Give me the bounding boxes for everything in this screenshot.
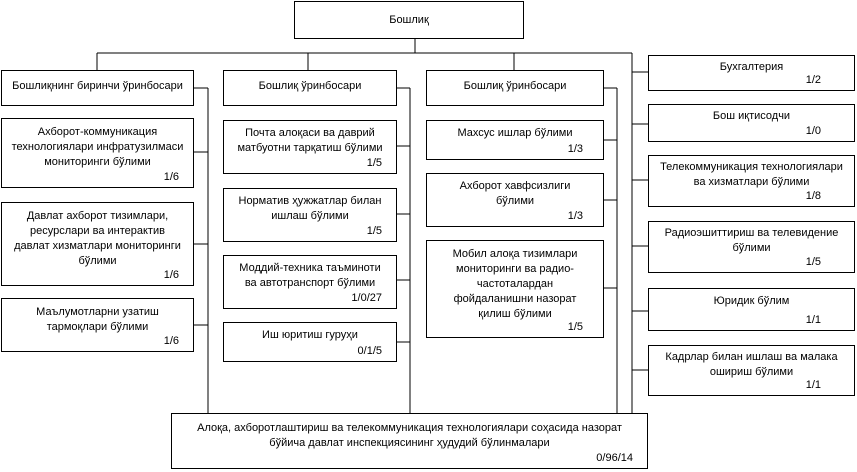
- dept-code: 1/5: [366, 157, 382, 169]
- dept-code: 1/6: [163, 171, 179, 183]
- dept-title: Бухгалтерия: [719, 61, 784, 73]
- deputy-box-third: Бошлиқ ўринбосари: [426, 70, 604, 106]
- dept-title: Бош иқтисодчи: [712, 110, 791, 122]
- deputy-title: Бошлиқ ўринбосари: [258, 80, 362, 92]
- dept-code: 1/2: [805, 74, 821, 86]
- dept-box: Иш юритиш гуруҳи 0/1/5: [223, 322, 397, 362]
- dept-box: Маълумотларни узатиш тармоқлари бўлими 1…: [1, 298, 194, 352]
- dept-box: Телекоммуникация технологиялари ва хизма…: [648, 155, 855, 207]
- dept-title: Радиоэшиттириш ва телевидение бўлими: [664, 227, 839, 254]
- dept-code: 1/1: [805, 314, 821, 326]
- deputy-title: Бошлиқ ўринбосари: [463, 80, 567, 92]
- regional-units-code: 0/96/14: [596, 452, 633, 464]
- deputy-title: Бошлиқнинг биринчи ўринбосари: [12, 80, 183, 92]
- dept-box: Ахборот-коммуникация технологиялари инфр…: [1, 118, 194, 188]
- dept-code: 1/8: [805, 190, 821, 202]
- dept-title: Ахборот-коммуникация технологиялари инфр…: [11, 126, 184, 168]
- dept-title: Моддий-техника таъминоти ва автотранспор…: [239, 262, 381, 289]
- dept-code: 1/6: [163, 269, 179, 281]
- dept-code: 1/5: [567, 321, 583, 333]
- dept-title: Ахборот хавфсизлиги бўлими: [459, 180, 571, 207]
- dept-box: Почта алоқаси ва даврий матбуотни тарқат…: [223, 120, 397, 174]
- dept-box: Юридик бўлим 1/1: [648, 288, 855, 331]
- dept-code: 1/0/27: [351, 292, 382, 304]
- dept-title: Давлат ахборот тизимлари, ресурслари ва …: [14, 210, 181, 267]
- dept-code: 1/5: [366, 225, 382, 237]
- regional-units-title: Алоқа, ахборотлаштириш ва телекоммуникац…: [197, 422, 622, 449]
- dept-code: 1/3: [567, 210, 583, 222]
- dept-box: Мобил алоқа тизимлари мониторинги ва рад…: [426, 240, 604, 338]
- dept-title: Мобил алоқа тизимлари мониторинги ва рад…: [452, 248, 578, 320]
- dept-code: 1/1: [805, 379, 821, 391]
- dept-box: Бош иқтисодчи 1/0: [648, 104, 855, 142]
- dept-box: Бухгалтерия 1/2: [648, 55, 855, 91]
- dept-title: Норматив ҳужжатлар билан ишлаш бўлими: [238, 195, 382, 222]
- regional-units-box: Алоқа, ахборотлаштириш ва телекоммуникац…: [171, 413, 648, 469]
- dept-box: Ахборот хавфсизлиги бўлими 1/3: [426, 173, 604, 227]
- dept-code: 1/6: [163, 335, 179, 347]
- dept-box: Норматив ҳужжатлар билан ишлаш бўлими 1/…: [223, 188, 397, 242]
- dept-code: 1/5: [805, 256, 821, 268]
- dept-box: Кадрлар билан ишлаш ва малака ошириш бўл…: [648, 345, 855, 396]
- deputy-box-second: Бошлиқ ўринбосари: [223, 70, 397, 106]
- deputy-box-first: Бошлиқнинг биринчи ўринбосари: [1, 70, 194, 106]
- dept-box: Радиоэшиттириш ва телевидение бўлими 1/5: [648, 221, 855, 273]
- dept-code: 1/0: [805, 125, 821, 137]
- dept-title: Телекоммуникация технологиялари ва хизма…: [660, 161, 843, 188]
- dept-box: Давлат ахборот тизимлари, ресурслари ва …: [1, 202, 194, 286]
- head-box: Бошлиқ: [294, 1, 524, 39]
- dept-title: Махсус ишлар бўлими: [457, 127, 573, 139]
- dept-code: 0/1/5: [357, 345, 382, 357]
- dept-title: Маълумотларни узатиш тармоқлари бўлими: [36, 306, 159, 333]
- dept-title: Юридик бўлим: [713, 295, 790, 307]
- dept-title: Кадрлар билан ишлаш ва малака ошириш бўл…: [665, 351, 838, 378]
- dept-box: Махсус ишлар бўлими 1/3: [426, 120, 604, 160]
- dept-box: Моддий-техника таъминоти ва автотранспор…: [223, 255, 397, 309]
- head-title: Бошлиқ: [389, 14, 429, 26]
- dept-title: Иш юритиш гуруҳи: [262, 329, 358, 341]
- dept-code: 1/3: [567, 143, 583, 155]
- dept-title: Почта алоқаси ва даврий матбуотни тарқат…: [237, 127, 383, 154]
